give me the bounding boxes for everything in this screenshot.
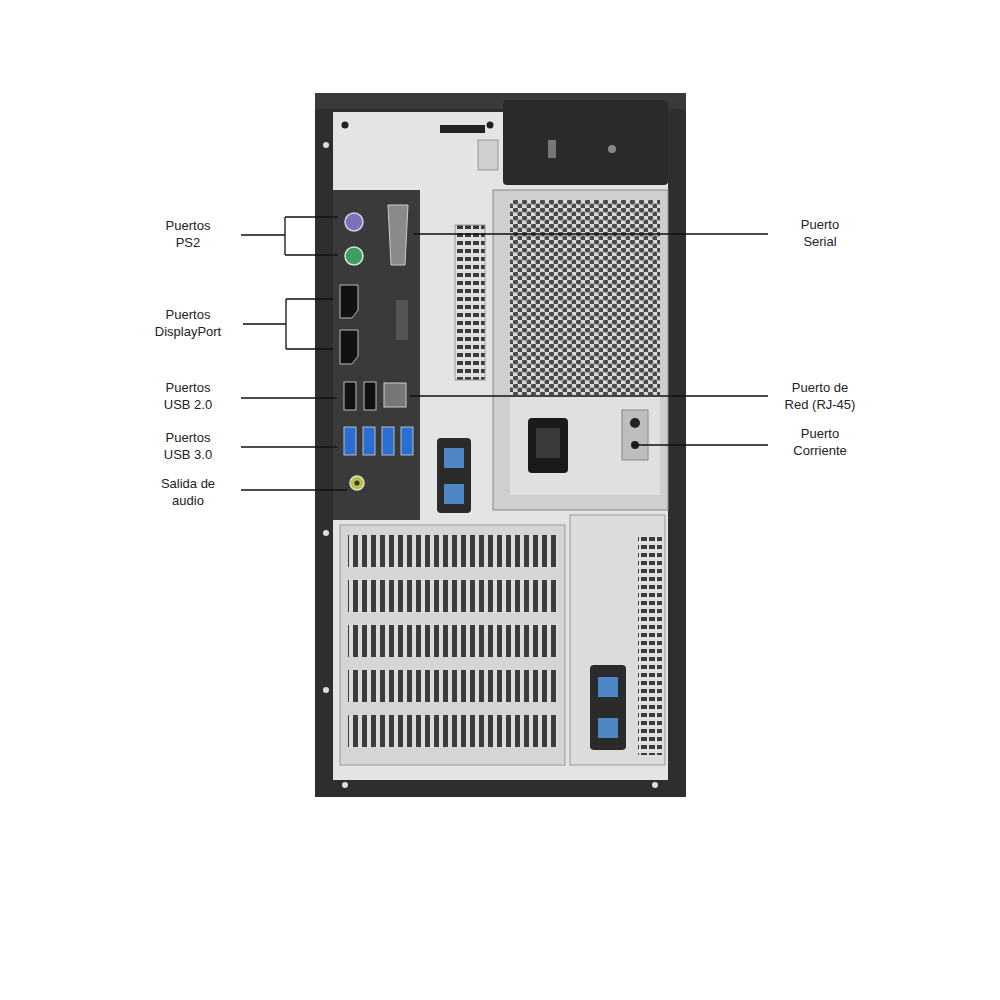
lock-hole [608, 145, 616, 153]
serial-port [388, 205, 408, 265]
latch-arrow [598, 718, 618, 738]
expansion-slot [348, 670, 558, 702]
usb3-port [363, 427, 375, 455]
displayport-port [340, 330, 358, 364]
audio-jack-hole [355, 481, 360, 486]
knockout [396, 300, 408, 340]
expansion-slot [348, 535, 558, 567]
callout-label: Puerto Corriente [788, 426, 852, 460]
expansion-slot [348, 625, 558, 657]
latch-button [437, 438, 471, 513]
psu-button [630, 418, 640, 428]
expansion-area [340, 525, 565, 765]
usb3-port [382, 427, 394, 455]
io-shield [333, 190, 420, 520]
leader-line [632, 444, 768, 445]
vent-slot [455, 225, 485, 380]
bracket [478, 140, 498, 170]
power-inlet-socket [536, 428, 560, 458]
callout-label: Puerto Serial [791, 217, 849, 251]
latch-arrow [444, 448, 464, 468]
ps2-port [345, 213, 363, 231]
usb2-port [364, 382, 376, 410]
power-supply [493, 190, 668, 510]
leader-line [241, 489, 347, 490]
callout-label: Puertos USB 2.0 [157, 380, 219, 414]
latch-arrow [444, 484, 464, 504]
power-inlet [528, 418, 568, 473]
top-slot [440, 125, 485, 133]
screw [487, 122, 494, 129]
expansion-slot [348, 715, 558, 747]
usb2-port [344, 382, 356, 410]
lock-handle [503, 100, 668, 185]
psu-test-button [622, 410, 648, 460]
callout-label: Puertos PS2 [157, 218, 219, 252]
usb3-port [401, 427, 413, 455]
callout-label: Puertos DisplayPort [143, 307, 233, 341]
audio-jack [350, 476, 364, 490]
leader-bracket [241, 217, 338, 255]
usb3-port [344, 427, 356, 455]
callout-label: Puerto de Red (RJ-45) [781, 380, 859, 414]
leader-bracket [243, 299, 333, 349]
screw [323, 530, 329, 536]
psu-grill [510, 200, 660, 395]
latch-button [590, 665, 626, 750]
rj45-port [384, 383, 406, 407]
back-panel [333, 112, 668, 780]
callout-label: Salida de audio [152, 476, 224, 510]
leader-line [241, 446, 337, 447]
callout-label: Puertos USB 3.0 [157, 430, 219, 464]
lock-icon [548, 140, 556, 158]
tower-housing [315, 93, 686, 797]
screw [323, 142, 329, 148]
screw [342, 122, 349, 129]
latch-arrow [598, 677, 618, 697]
displayport-port [340, 285, 358, 318]
leader-line [241, 397, 337, 398]
expansion-slot [348, 580, 558, 612]
leader-line [410, 395, 768, 396]
screw [652, 782, 658, 788]
side-vent [638, 535, 662, 755]
screw [323, 687, 329, 693]
side-panel [570, 515, 665, 765]
leader-line [414, 233, 768, 234]
ps2-port [345, 247, 363, 265]
screw [342, 782, 348, 788]
